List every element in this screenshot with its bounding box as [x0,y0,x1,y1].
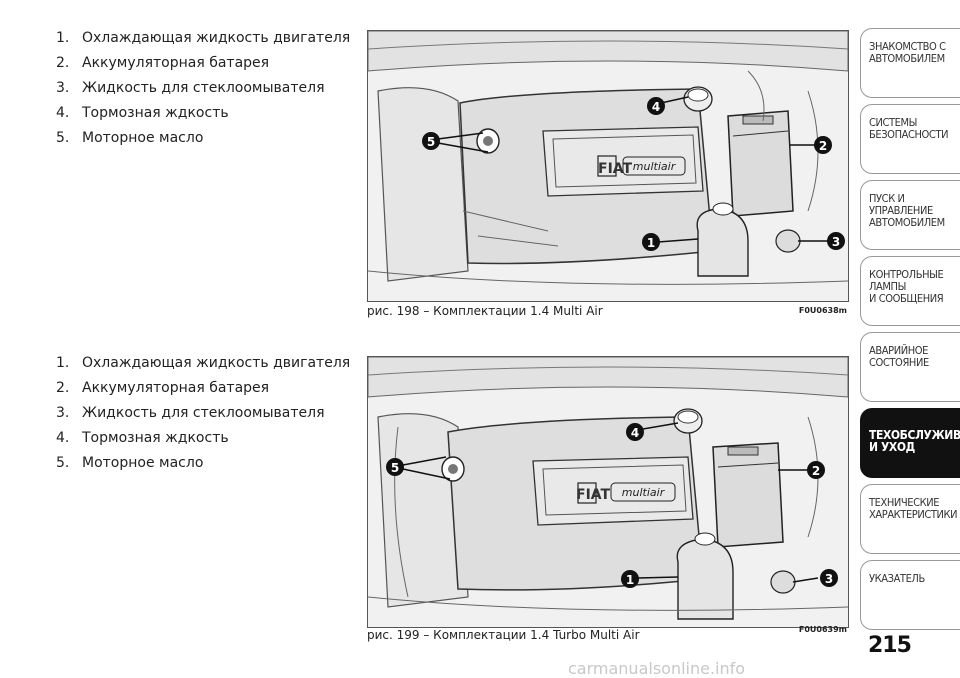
figure-1-code: F0U0638m [798,306,847,315]
list-item: 3.Жидкость для стеклоомывателя [56,405,325,421]
figure-1-caption: рис. 198 – Комплектации 1.4 Multi Air [367,304,603,318]
tab-index[interactable]: УКАЗАТЕЛЬ [860,560,960,630]
list-item: 1.Охлаждающая жидкость двигателя [56,30,351,46]
list-item: 5.Моторное масло [56,455,204,471]
list-item: 2.Аккумуляторная батарея [56,55,270,71]
chapter-tabs: ЗНАКОМСТВО С АВТОМОБИЛЕМ СИСТЕМЫ БЕЗОПАС… [860,0,960,677]
engine-badge-text: multiair [633,160,677,173]
parts-list-1: 1.Охлаждающая жидкость двигателя 2.Аккум… [56,26,350,151]
engine-bay-figure-2: FIAT multiair 5 4 2 1 3 [367,356,849,628]
tab-starting-driving[interactable]: ПУСК И УПРАВЛЕНИЕ АВТОМОБИЛЕМ [860,180,960,250]
engine-bay-illustration: FIAT multiair 5 4 2 1 3 [368,357,848,627]
callout-3: 3 [825,572,833,586]
callout-4: 4 [631,426,639,440]
list-item: 3.Жидкость для стеклоомывателя [56,80,325,96]
engine-badge-text: multiair [622,486,666,499]
list-item: 4.Тормозная ждкость [56,105,229,121]
callout-1: 1 [626,573,634,587]
brand-logo-text: FIAT [576,487,611,503]
callout-3: 3 [832,235,840,249]
callout-2: 2 [812,464,820,478]
list-item: 2.Аккумуляторная батарея [56,380,270,396]
tab-emergency[interactable]: АВАРИЙНОЕ СОСТОЯНИЕ [860,332,960,402]
figure-2-code: F0U0639m [798,625,847,634]
list-item: 1.Охлаждающая жидкость двигателя [56,355,351,371]
callout-2: 2 [819,139,827,153]
callout-4: 4 [652,100,660,114]
list-item: 4.Тормозная ждкость [56,430,229,446]
callout-1: 1 [647,236,655,250]
tab-specifications[interactable]: ТЕХНИЧЕСКИЕ ХАРАКТЕРИСТИКИ [860,484,960,554]
callout-5: 5 [427,135,435,149]
figure-2-caption: рис. 199 – Комплектации 1.4 Turbo Multi … [367,628,640,642]
callout-5: 5 [391,461,399,475]
page-number: 215 [868,633,912,658]
engine-bay-illustration: FIAT multiair 5 4 2 1 3 [368,31,848,301]
engine-bay-figure-1: FIAT multiair 5 4 2 1 3 [367,30,849,302]
parts-list-2: 1.Охлаждающая жидкость двигателя 2.Аккум… [56,351,350,476]
watermark: carmanualsonline.info [568,659,746,678]
tab-warning-lights[interactable]: КОНТРОЛЬНЫЕ ЛАМПЫ И СООБЩЕНИЯ [860,256,960,326]
list-item: 5.Моторное масло [56,130,204,146]
tab-safety-systems[interactable]: СИСТЕМЫ БЕЗОПАСНОСТИ [860,104,960,174]
tab-maintenance[interactable]: ТЕХОБСЛУЖИВАНИЕ И УХОД [860,408,960,478]
tab-introduction[interactable]: ЗНАКОМСТВО С АВТОМОБИЛЕМ [860,28,960,98]
